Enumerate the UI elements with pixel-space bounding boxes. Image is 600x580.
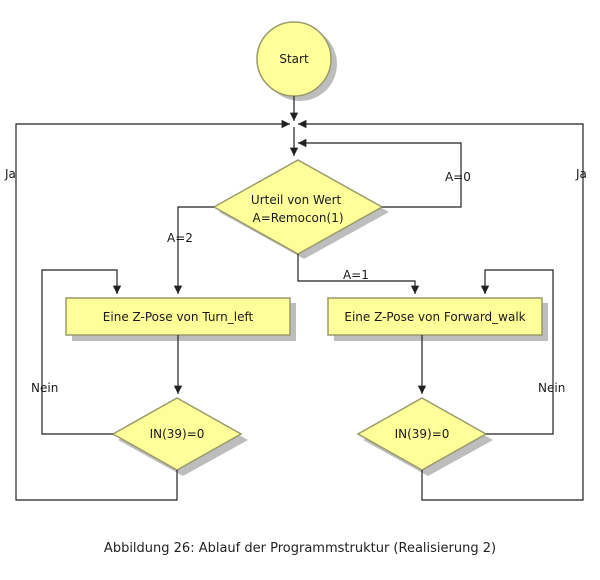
edge-label-nein-left: Nein [31, 381, 58, 395]
edge-ja-right [298, 119, 584, 501]
edge-label-a2: A=2 [167, 231, 193, 245]
decision-main-line2: A=Remocon(1) [252, 211, 343, 225]
start-label: Start [279, 52, 309, 66]
edge-label-ja-right: Ja [575, 167, 587, 181]
edge-nein-left [41, 269, 122, 435]
decision-main-line1: Urteil von Wert [251, 193, 342, 207]
decision-left: IN(39)=0 [111, 397, 248, 476]
decision-main: Urteil von Wert A=Remocon(1) [212, 159, 389, 259]
svg-text:Urteil von Wert A=Remoco: Urteil von Wert A=Remocon(1) [251, 193, 345, 225]
figure-caption: Abbildung 26: Ablauf der Programmstruktu… [103, 541, 497, 556]
edge-label-a1: A=1 [343, 268, 369, 282]
action-right: Eine Z-Pose von Forward_walk [327, 297, 548, 341]
edge-label-nein-right: Nein [538, 381, 565, 395]
action-left-label: Eine Z-Pose von Turn_left [103, 310, 254, 324]
action-right-label: Eine Z-Pose von Forward_walk [344, 310, 525, 324]
edge-a1 [297, 254, 420, 294]
decision-right-label: IN(39)=0 [395, 427, 450, 441]
decision-left-label: IN(39)=0 [150, 427, 205, 441]
edge-label-ja-left: Ja [4, 167, 16, 181]
edge-a2 [173, 206, 214, 294]
edge-nein-right [480, 269, 554, 435]
action-left: Eine Z-Pose von Turn_left [65, 297, 296, 341]
decision-right: IN(39)=0 [356, 397, 493, 476]
edge-label-a0: A=0 [445, 170, 471, 184]
edge-a0-loop [298, 138, 462, 208]
connectors [15, 96, 584, 501]
start-node: Start [256, 21, 337, 101]
edge-ja-left [15, 119, 290, 501]
